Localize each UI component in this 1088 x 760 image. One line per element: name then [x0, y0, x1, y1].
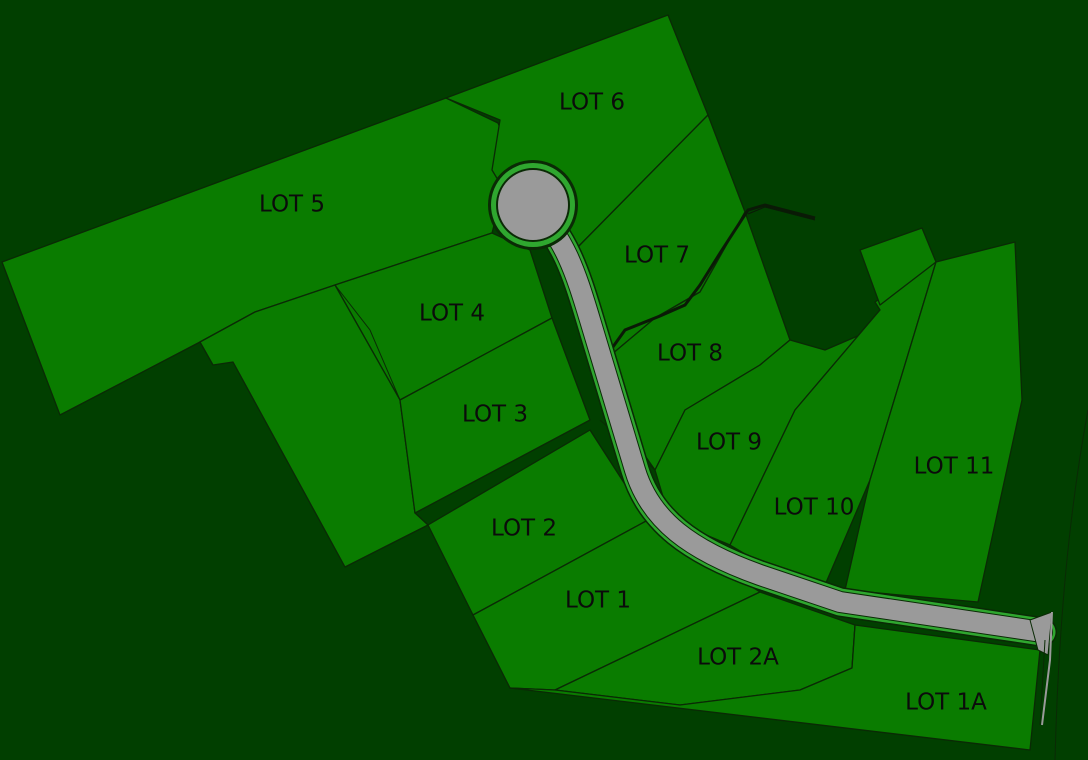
lot-8-label: LOT 8	[657, 341, 723, 367]
lot-9-label: LOT 9	[696, 430, 762, 456]
frontage-line-inner	[1039, 639, 1046, 726]
road-pavement	[523, 195, 1052, 642]
boundary-line-east	[1054, 409, 1088, 760]
road-entrance	[1029, 611, 1053, 656]
lot-10-label: LOT 10	[774, 495, 855, 521]
road-centerline-group	[518, 190, 1057, 647]
lot-3-label: LOT 3	[462, 402, 528, 428]
lot-1-label: LOT 1	[565, 588, 631, 614]
lot-11-label: LOT 11	[914, 454, 995, 480]
west-parcel[interactable]	[199, 284, 429, 568]
lot-line-2a-east	[851, 624, 856, 669]
creek-line-parallel	[747, 206, 816, 221]
cul-de-sac-pavement	[498, 170, 568, 240]
lot-1a-label: LOT 1A	[905, 690, 987, 716]
lot-4-label: LOT 4	[419, 301, 485, 327]
lot-6-label: LOT 6	[559, 90, 625, 116]
lot-3-parcel[interactable]	[399, 317, 591, 514]
creek-line	[603, 203, 816, 359]
lot-11-parcel[interactable]	[844, 241, 1023, 603]
lot-7-label: LOT 7	[624, 243, 690, 269]
lot-line-4-west	[334, 284, 401, 401]
lot-2a-label: LOT 2A	[697, 645, 779, 671]
lot-2-label: LOT 2	[491, 516, 557, 542]
lot-5-label: LOT 5	[259, 192, 325, 218]
frontage-line	[1041, 611, 1053, 726]
